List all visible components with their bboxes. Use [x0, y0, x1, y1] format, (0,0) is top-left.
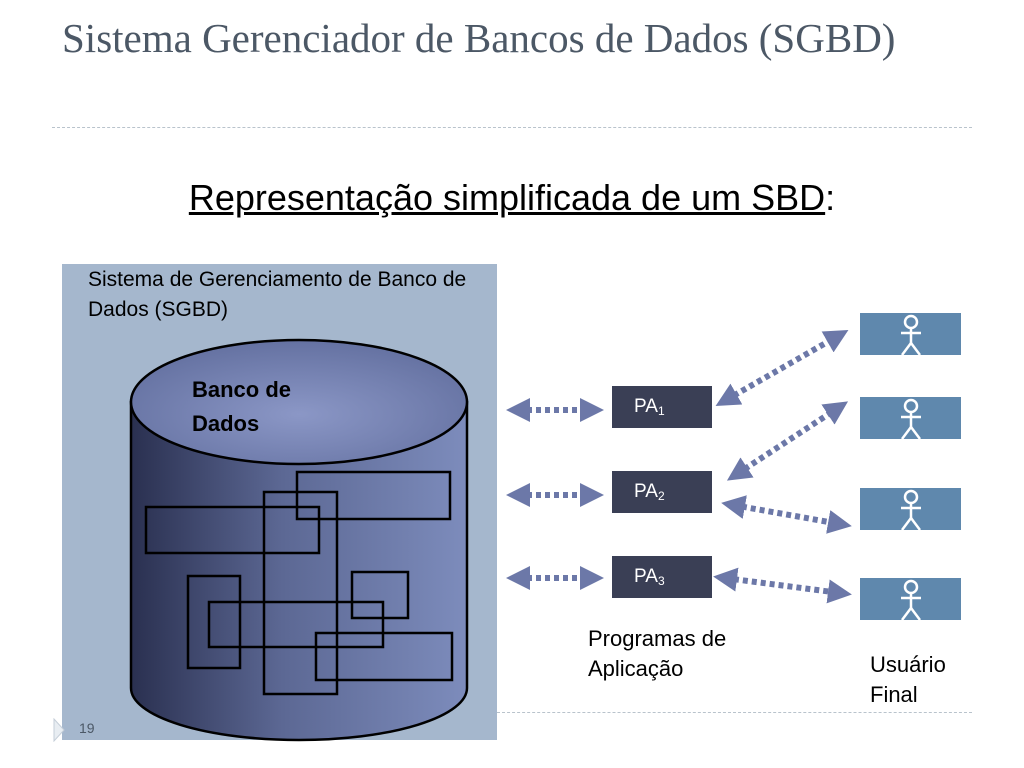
subtitle-text: Representação simplificada de um SBD — [188, 177, 826, 218]
program-box-pa2: PA2 — [612, 471, 712, 513]
user-icon — [901, 579, 921, 621]
footer-divider — [497, 712, 972, 713]
slide-subtitle: Representação simplificada de um SBD: — [0, 176, 1024, 220]
user-icon — [901, 398, 921, 440]
arrow-pa2-user3 — [721, 495, 852, 534]
program-box-pa3: PA3 — [612, 556, 712, 598]
slide-title: Sistema Gerenciador de Bancos de Dados (… — [62, 15, 896, 61]
users-caption: Usuário Final — [870, 652, 946, 707]
program-label: PA — [634, 481, 658, 502]
database-label: Banco de Dados — [192, 377, 292, 436]
sgbd-label: Sistema de Gerenciamento de Banco de Dad… — [88, 268, 467, 321]
arrow-pa3-user4 — [713, 567, 852, 604]
arrow-pa2-user2 — [726, 401, 849, 481]
title-divider — [52, 127, 972, 128]
arrow-pa1-user1 — [715, 330, 849, 406]
program-label: PA — [634, 566, 658, 587]
program-box-pa1: PA1 — [612, 386, 712, 428]
subtitle-colon: : — [825, 177, 836, 218]
user-icon — [901, 489, 921, 531]
program-label: PA — [634, 396, 658, 417]
page-number: 19 — [79, 720, 95, 736]
footer-triangle-icon — [53, 718, 65, 742]
program-index: 1 — [657, 404, 665, 418]
user-icon — [901, 314, 921, 356]
database-records — [144, 470, 454, 696]
database-cylinder — [129, 338, 469, 742]
program-index: 3 — [657, 574, 665, 588]
sgbd-program-arrows — [506, 398, 604, 590]
program-user-arrows — [713, 330, 852, 604]
program-index: 2 — [657, 489, 665, 503]
programs-caption: Programas de Aplicação — [588, 626, 727, 681]
